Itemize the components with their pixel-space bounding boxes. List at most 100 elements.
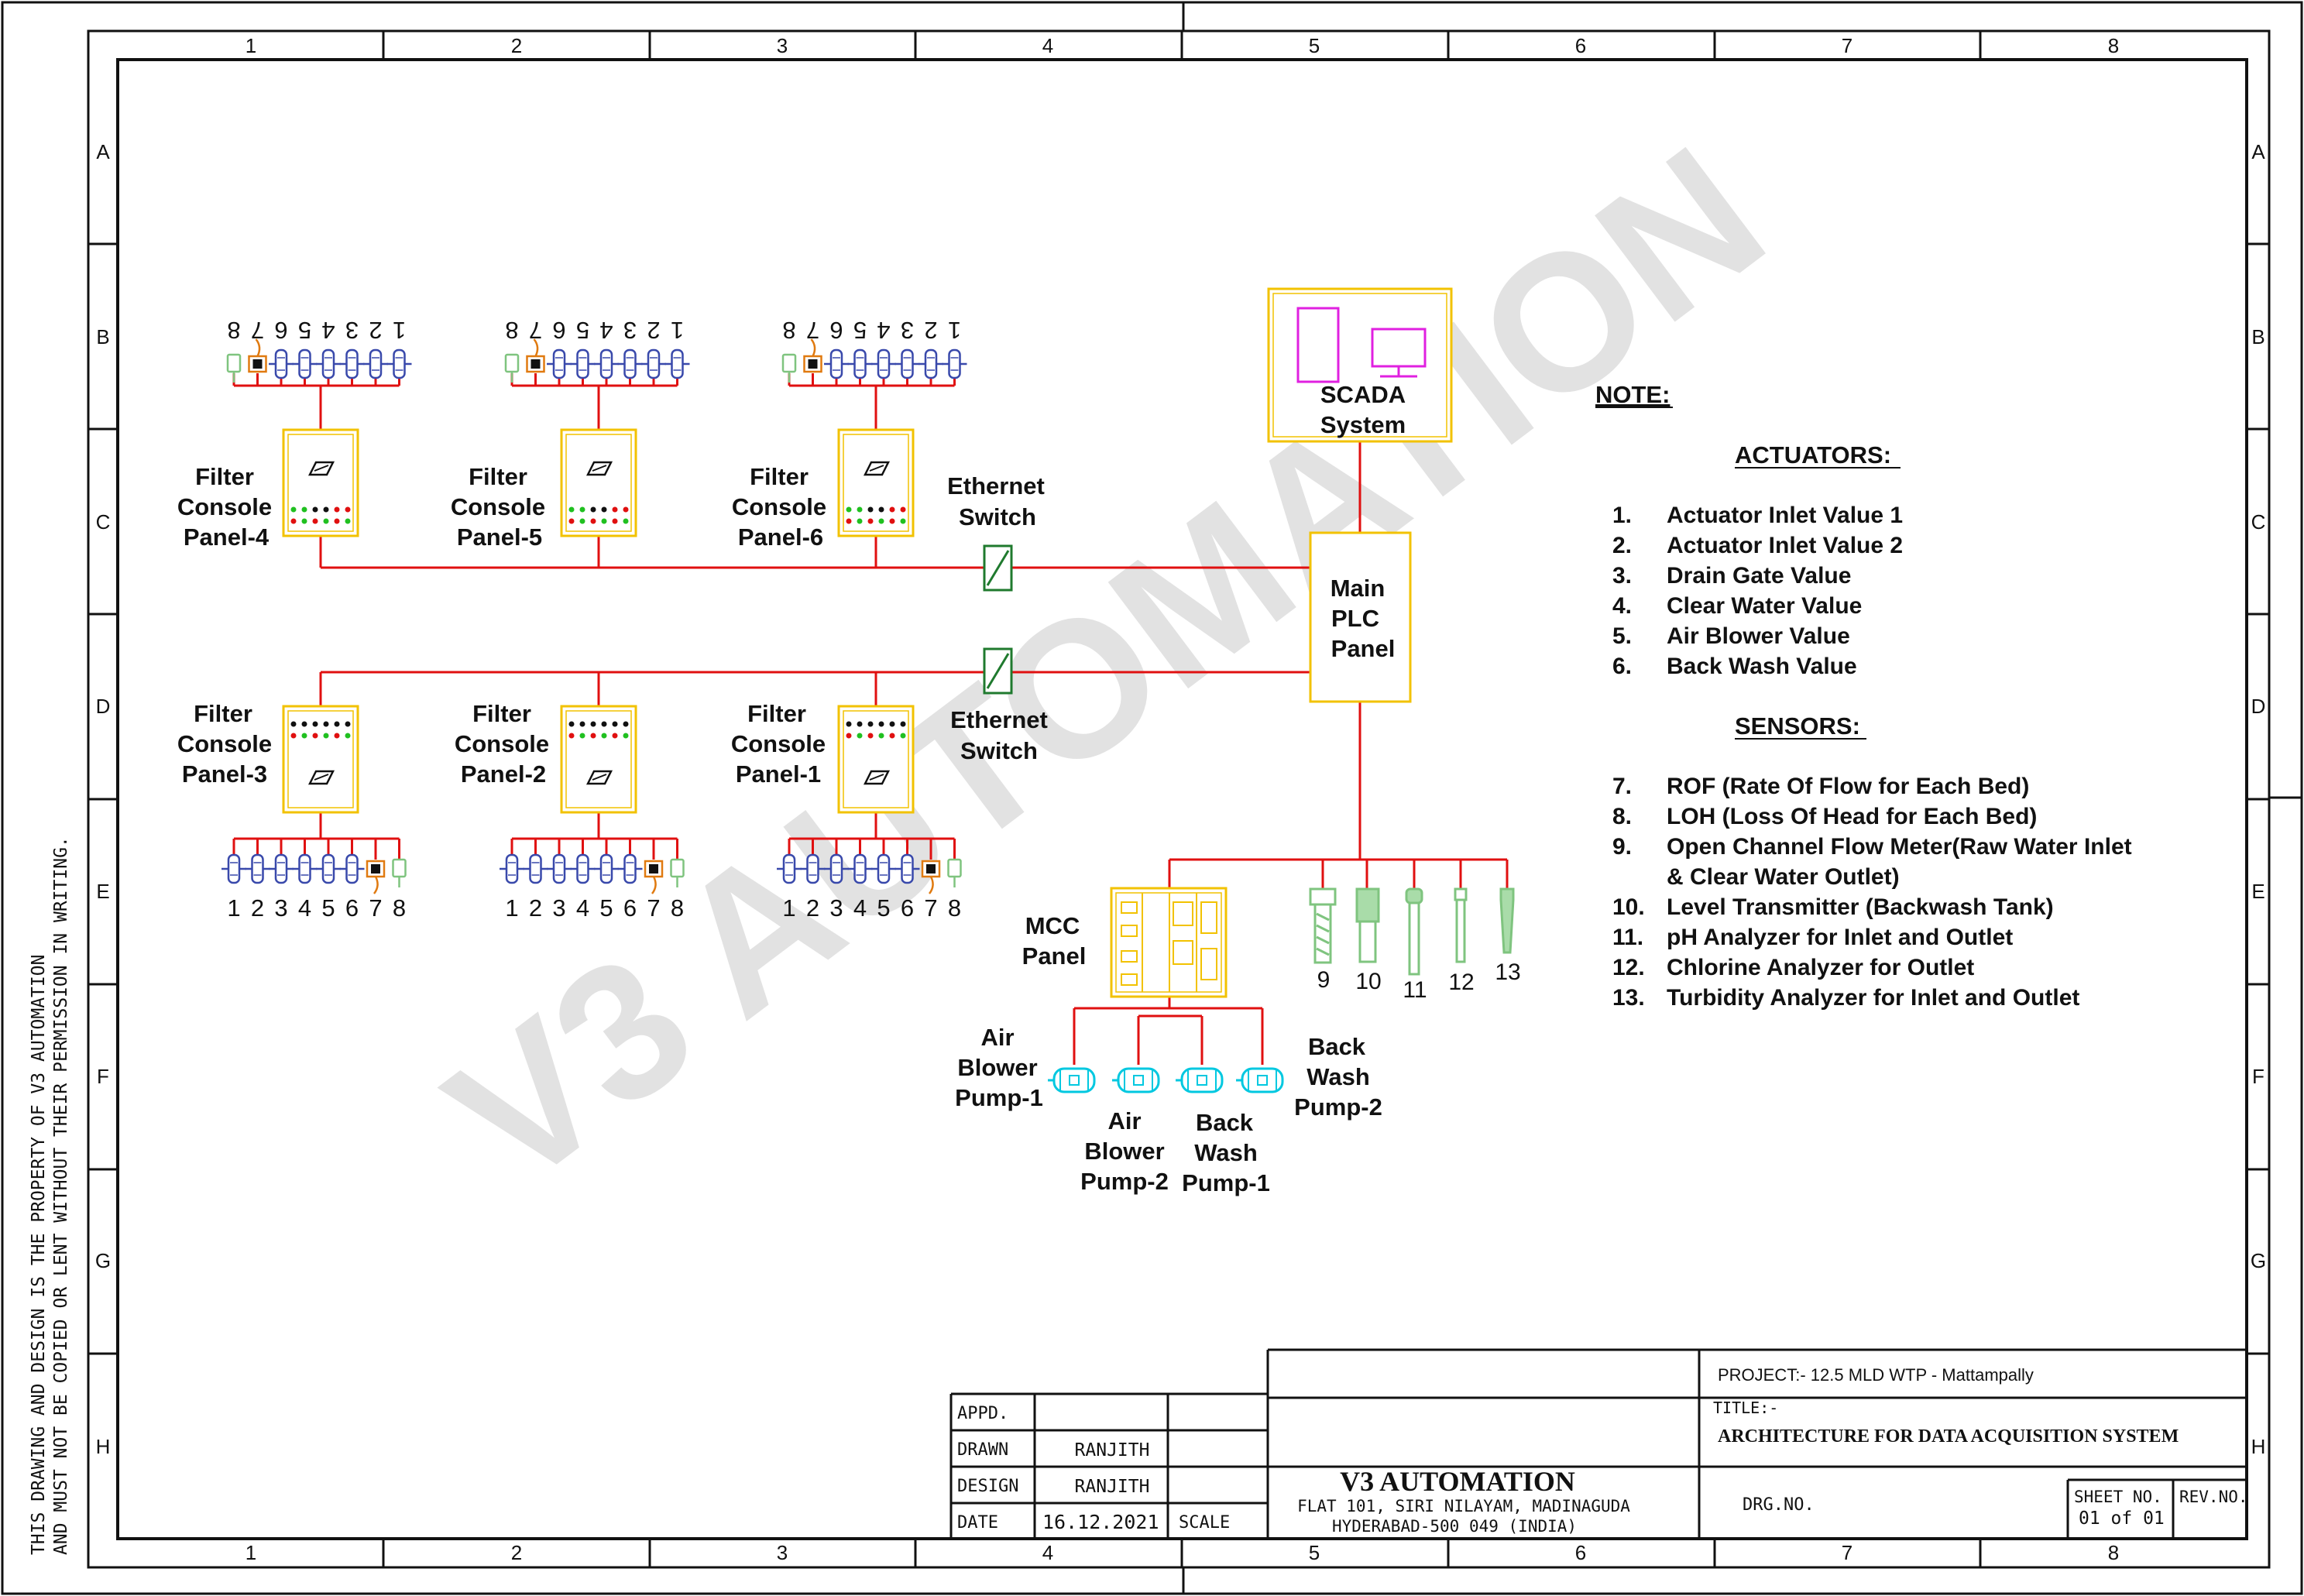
panel-3-label: Filter Console Panel-3 — [177, 700, 272, 788]
note-number: 13. — [1612, 985, 1645, 1011]
device-number: 3 — [274, 894, 287, 922]
scada-label: System — [1320, 411, 1406, 438]
panel-label: Panel-1 — [736, 760, 821, 788]
note-number: 7. — [1612, 774, 1632, 799]
actuator-valve-icon[interactable] — [339, 853, 365, 884]
device-number: 6 — [829, 317, 843, 344]
actuators-note-item: 4.Clear Water Value — [1612, 593, 1862, 619]
device-number: 8 — [782, 317, 795, 344]
note-number: 3. — [1612, 563, 1632, 589]
actuator-valve-icon[interactable] — [570, 853, 596, 884]
scada-system[interactable]: SCADA System — [1267, 287, 1453, 443]
actuator-valve-icon[interactable] — [547, 348, 572, 379]
actuator-valve-icon[interactable] — [824, 853, 849, 884]
actuator-valve-icon[interactable] — [824, 348, 849, 379]
loh-sensor-icon[interactable] — [781, 353, 797, 383]
actuator-valve-icon[interactable] — [800, 853, 826, 884]
actuator-valve-icon[interactable] — [777, 853, 802, 884]
indicator-lamps — [568, 506, 629, 524]
air-blower-pump-2[interactable] — [1112, 1067, 1160, 1093]
loh-sensor-icon[interactable] — [226, 353, 242, 383]
flow-meter-icon[interactable] — [248, 338, 267, 373]
flow-meter-icon[interactable] — [803, 338, 822, 373]
actuator-valve-icon[interactable] — [871, 853, 896, 884]
actuator-valve-icon[interactable] — [316, 348, 341, 379]
sensors-note-item: 8.LOH (Loss Of Head for Each Bed) — [1612, 804, 2037, 829]
actuator-valve-icon[interactable] — [617, 853, 643, 884]
switch-label: Ethernet — [947, 472, 1045, 499]
device-number: 1 — [227, 894, 240, 922]
col-label: 8 — [2108, 34, 2119, 57]
filter-console-panel-3[interactable] — [282, 705, 359, 814]
actuator-valve-icon[interactable] — [363, 348, 388, 379]
indicator-lamps — [290, 721, 351, 739]
filter-console-panel-1[interactable] — [837, 705, 915, 814]
actuator-valve-icon[interactable] — [894, 348, 920, 379]
actuator-valve-icon[interactable] — [221, 853, 246, 884]
flow-meter-icon[interactable] — [644, 860, 664, 894]
sensor-number: 12 — [1448, 970, 1474, 995]
actuator-valve-icon[interactable] — [269, 853, 294, 884]
actuator-valve-icon[interactable] — [316, 853, 341, 884]
main-plc-panel[interactable]: Main PLC Panel — [1309, 531, 1412, 703]
actuator-valve-icon[interactable] — [386, 348, 412, 379]
date-label: DATE — [957, 1513, 998, 1533]
actuator-valve-icon[interactable] — [339, 348, 365, 379]
indicator-lamps — [290, 506, 351, 524]
flow-meter-icon[interactable] — [526, 338, 545, 373]
company-address-2: HYDERABAD-500 049 (INDIA) — [1332, 1517, 1577, 1536]
ethernet-switch-bottom[interactable]: Ethernet Switch — [950, 647, 1048, 764]
actuator-valve-icon[interactable] — [847, 853, 873, 884]
actuator-valve-icon[interactable] — [617, 348, 643, 379]
flow-meter-9[interactable] — [1309, 887, 1337, 964]
actuator-valve-icon[interactable] — [547, 853, 572, 884]
mcc-panel[interactable]: MCC Panel — [1022, 887, 1228, 998]
actuator-valve-icon[interactable] — [245, 853, 270, 884]
back-wash-pump-2[interactable] — [1236, 1067, 1284, 1093]
actuator-valve-icon[interactable] — [292, 348, 318, 379]
ethernet-switch-top[interactable]: Ethernet Switch — [947, 472, 1045, 592]
note-text: ROF (Rate Of Flow for Each Bed) — [1667, 774, 2029, 799]
row-label: B — [96, 325, 109, 348]
actuator-valve-icon[interactable] — [919, 348, 943, 379]
loh-sensor-icon[interactable] — [392, 858, 407, 887]
project-name: PROJECT:- 12.5 MLD WTP - Mattampally — [1718, 1365, 2034, 1385]
actuator-valve-icon[interactable] — [594, 348, 619, 379]
actuator-valve-icon[interactable] — [664, 348, 690, 379]
filter-console-panel-5[interactable] — [560, 428, 637, 537]
filter-console-panel-6[interactable] — [837, 428, 915, 537]
device-number: 6 — [274, 317, 287, 344]
chlorine-analyzer-12[interactable] — [1454, 887, 1468, 963]
flow-meter-icon[interactable] — [921, 860, 941, 894]
actuator-valve-icon[interactable] — [847, 348, 873, 379]
actuator-valve-icon[interactable] — [292, 853, 318, 884]
sheet-no-value: 01 of 01 — [2079, 1508, 2165, 1529]
row-label: F — [2252, 1065, 2265, 1088]
actuator-valve-icon[interactable] — [594, 853, 619, 884]
drawing-title: ARCHITECTURE FOR DATA ACQUISITION SYSTEM — [1718, 1426, 2179, 1447]
actuator-valve-icon[interactable] — [269, 348, 294, 379]
drawn-value: RANJITH — [1075, 1440, 1150, 1460]
loh-sensor-icon[interactable] — [504, 353, 520, 383]
back-wash-pump-1[interactable] — [1176, 1067, 1224, 1093]
actuator-valve-icon[interactable] — [523, 853, 548, 884]
level-transmitter-10[interactable] — [1355, 887, 1380, 963]
actuator-valve-icon[interactable] — [894, 853, 920, 884]
actuator-valve-icon[interactable] — [500, 853, 524, 884]
mcc-label: Panel — [1022, 942, 1087, 970]
air-blower-pump-1[interactable] — [1048, 1067, 1096, 1093]
actuator-valve-icon[interactable] — [641, 348, 666, 379]
design-value: RANJITH — [1075, 1477, 1150, 1497]
filter-console-panel-4[interactable] — [282, 428, 359, 537]
loh-sensor-icon[interactable] — [670, 858, 685, 887]
ph-analyzer-11[interactable] — [1405, 887, 1423, 976]
loh-sensor-icon[interactable] — [947, 858, 962, 887]
device-number: 2 — [806, 894, 819, 922]
actuator-valve-icon[interactable] — [942, 348, 967, 379]
turbidity-analyzer-13[interactable] — [1499, 887, 1515, 954]
actuator-valve-icon[interactable] — [570, 348, 596, 379]
flow-meter-icon[interactable] — [366, 860, 386, 894]
actuator-valve-icon[interactable] — [871, 348, 896, 379]
filter-console-panel-2[interactable] — [560, 705, 637, 814]
note-text: LOH (Loss Of Head for Each Bed) — [1667, 804, 2037, 829]
